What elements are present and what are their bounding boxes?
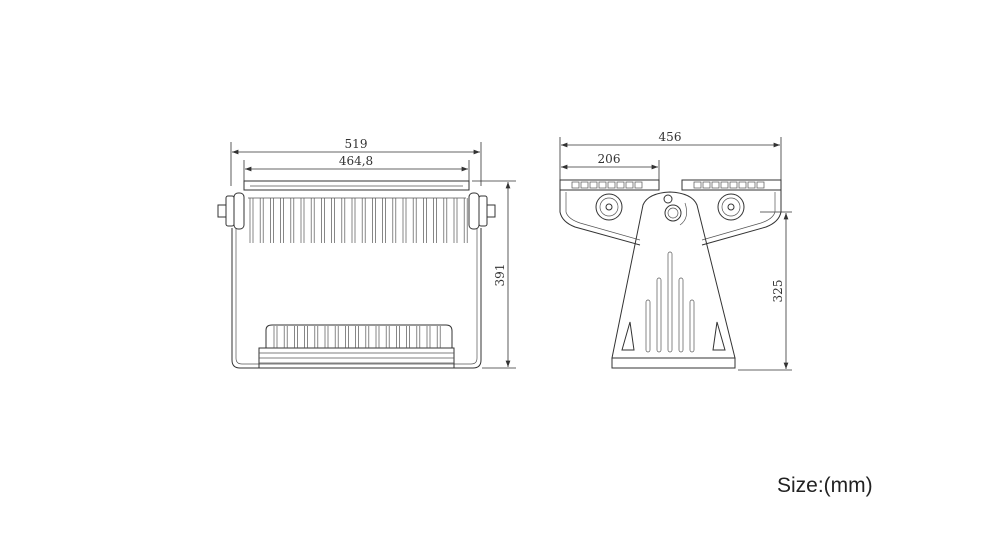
top-heatsink-fins xyxy=(248,197,468,243)
heatsink-fin xyxy=(436,326,441,348)
led-cell xyxy=(571,181,580,189)
heatsink-fin xyxy=(361,198,366,243)
dimension-label: 325 xyxy=(771,280,785,303)
heatsink-fin xyxy=(283,326,288,348)
heatsink-fin xyxy=(453,198,458,243)
led-cell xyxy=(589,181,598,189)
led-cell xyxy=(738,181,747,189)
dimension-label: 519 xyxy=(345,137,368,151)
led-cell xyxy=(702,181,711,189)
heatsink-fin xyxy=(392,198,397,243)
dimension-label: 464,8 xyxy=(339,154,373,168)
heatsink-fin xyxy=(396,326,400,348)
heatsink-fin xyxy=(249,198,254,243)
dimension-label: 206 xyxy=(598,152,621,166)
led-cell xyxy=(720,181,729,189)
heatsink-fin xyxy=(351,198,356,243)
dimension-325: 325 xyxy=(738,211,792,371)
heatsink-fin xyxy=(280,198,284,243)
heatsink-fin xyxy=(334,326,339,348)
dimension-label: 456 xyxy=(659,130,682,144)
heatsink-fin xyxy=(375,326,380,348)
heatsink-fin xyxy=(304,326,308,348)
led-cell xyxy=(693,181,702,189)
heatsink-fin xyxy=(433,198,437,243)
dimension-456: 456 xyxy=(559,130,782,182)
heatsink-fin xyxy=(426,326,431,348)
heatsink-fin xyxy=(385,326,390,348)
vent-slot xyxy=(645,299,651,353)
led-cell xyxy=(607,181,616,189)
heatsink-fin xyxy=(290,198,295,243)
vent-slot xyxy=(656,277,662,353)
heatsink-fin xyxy=(273,326,278,348)
heatsink-fin xyxy=(294,326,298,348)
size-unit-label: Size:(mm) xyxy=(777,474,873,497)
right-adjust-gear xyxy=(717,193,745,221)
heatsink-fin xyxy=(324,326,329,348)
heatsink-fin xyxy=(382,198,386,243)
heatsink-fin xyxy=(365,326,370,348)
heatsink-fin xyxy=(423,198,427,243)
led-cell xyxy=(729,181,738,189)
heatsink-fin xyxy=(406,326,410,348)
led-cell xyxy=(625,181,634,189)
heatsink-fin xyxy=(412,198,417,243)
heatsink-fin xyxy=(321,198,325,243)
heatsink-fin xyxy=(270,198,274,243)
dimension-391: 391 xyxy=(472,180,516,369)
heatsink-fin xyxy=(341,198,346,243)
heatsink-fin xyxy=(310,198,315,243)
heatsink-fin xyxy=(463,198,468,243)
heatsink-fin xyxy=(345,326,349,348)
led-cell xyxy=(756,181,765,189)
led-cell xyxy=(616,181,625,189)
heatsink-fin xyxy=(331,198,335,243)
dimension-206: 206 xyxy=(561,152,660,182)
vent-slot xyxy=(689,299,695,353)
heatsink-fin xyxy=(259,198,264,243)
led-cell xyxy=(747,181,756,189)
dimension-519: 519 xyxy=(230,137,482,186)
led-cell xyxy=(711,181,720,189)
heatsink-fin xyxy=(402,198,407,243)
front-view: 519 464,8 391 xyxy=(217,137,516,369)
heatsink-fin xyxy=(300,198,305,243)
led-cell xyxy=(598,181,607,189)
side-view: 456 206 325 xyxy=(559,130,792,371)
right-hinge xyxy=(468,192,496,230)
left-hinge xyxy=(217,192,245,230)
vent-slot xyxy=(667,251,673,353)
dimension-464-8: 464,8 xyxy=(243,154,470,182)
dimension-label: 391 xyxy=(493,264,507,287)
vent-slot xyxy=(678,277,684,353)
heatsink-fin xyxy=(355,326,359,348)
heatsink-fin xyxy=(314,326,319,348)
left-adjust-gear xyxy=(595,193,623,221)
led-cell xyxy=(634,181,643,189)
heatsink-fin xyxy=(416,326,421,348)
led-cell xyxy=(580,181,589,189)
heatsink-fin xyxy=(443,198,448,243)
bottom-heatsink xyxy=(258,324,455,369)
heatsink-fin xyxy=(372,198,376,243)
